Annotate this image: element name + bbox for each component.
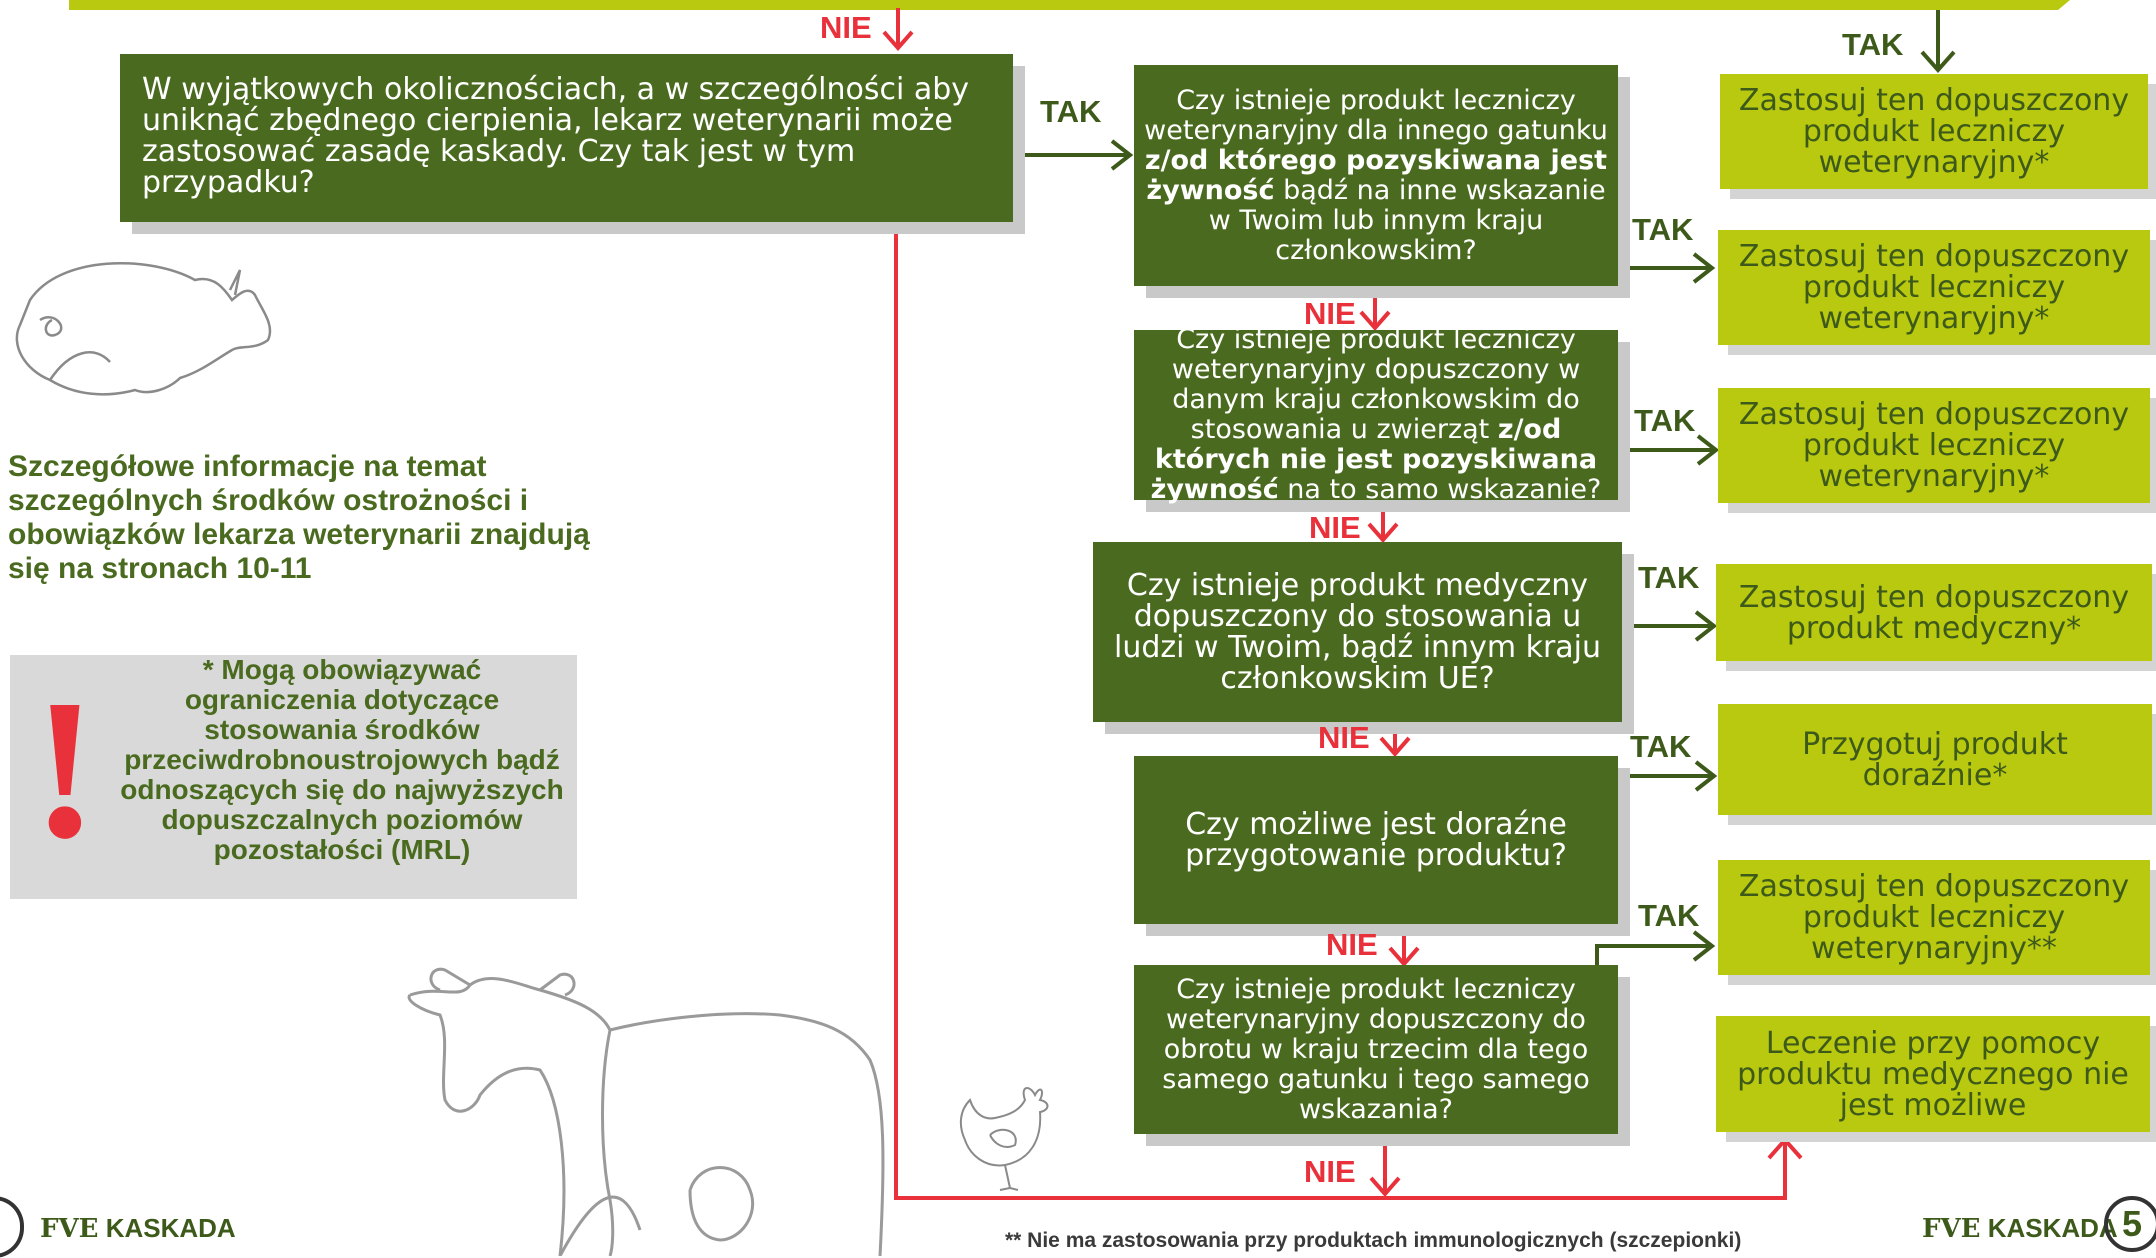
nie-label-1: NIE xyxy=(1304,296,1356,331)
intro-question-text: W wyjątkowych okolicznościach, a w szcze… xyxy=(142,72,970,200)
result-box-1: Zastosuj ten dopuszczony produkt lecznic… xyxy=(1720,74,2148,189)
warning-text: * Mogą obowiązywać ograniczenia dotycząc… xyxy=(120,654,564,865)
result-3-text: Zastosuj ten dopuszczony produkt lecznic… xyxy=(1738,397,2130,494)
footer-logo-right: FVE KASKADA xyxy=(1922,1213,2118,1244)
exclamation-icon: ! xyxy=(31,659,99,880)
question-box-3: Czy istnieje produkt medyczny dopuszczon… xyxy=(1093,542,1622,722)
nie-label-4: NIE xyxy=(1326,927,1378,962)
page-number: 5 xyxy=(2104,1196,2156,1252)
question-2-text: Czy istnieje produkt leczniczy weterynar… xyxy=(1150,324,1602,505)
top-tak-label: TAK xyxy=(1842,27,1904,62)
question-box-1: Czy istnieje produkt leczniczy weterynar… xyxy=(1134,65,1618,286)
tak-label-3: TAK xyxy=(1638,560,1700,595)
fve-mark-right: FVE xyxy=(1922,1214,1981,1244)
question-box-2: Czy istnieje produkt leczniczy weterynar… xyxy=(1134,325,1618,505)
tak-label-5: TAK xyxy=(1638,898,1700,933)
question-4-text: Czy możliwe jest doraźne przygotowanie p… xyxy=(1185,807,1567,873)
warning-box: ! * Mogą obowiązywać ograniczenia dotycz… xyxy=(10,655,577,899)
result-box-4: Zastosuj ten dopuszczony produkt medyczn… xyxy=(1716,564,2152,661)
result-7-text: Leczenie przy pomocy produktu medycznego… xyxy=(1737,1025,2129,1123)
footer-logo-left: FVE KASKADA xyxy=(40,1213,236,1244)
tak-label-1: TAK xyxy=(1632,212,1694,247)
intro-tak-label: TAK xyxy=(1040,94,1102,129)
question-3-text: Czy istnieje produkt medyczny dopuszczon… xyxy=(1113,568,1602,696)
fve-mark-left: FVE xyxy=(40,1214,99,1244)
result-box-3: Zastosuj ten dopuszczony produkt lecznic… xyxy=(1718,388,2150,503)
hen-illustration xyxy=(959,1087,1049,1191)
result-box-6: Zastosuj ten dopuszczony produkt lecznic… xyxy=(1718,860,2150,975)
result-box-2: Zastosuj ten dopuszczony produkt lecznic… xyxy=(1718,230,2150,345)
info-text: Szczegółowe informacje na temat szczegól… xyxy=(8,450,590,585)
question-box-4: Czy możliwe jest doraźne przygotowanie p… xyxy=(1134,756,1618,924)
question-5-text: Czy istnieje produkt leczniczy weterynar… xyxy=(1162,973,1590,1125)
result-6-text: Zastosuj ten dopuszczony produkt lecznic… xyxy=(1738,869,2130,966)
result-box-7: Leczenie przy pomocy produktu medycznego… xyxy=(1716,1016,2150,1132)
question-box-5: Czy istnieje produkt leczniczy weterynar… xyxy=(1134,965,1618,1134)
result-box-5: Przygotuj produkt doraźnie* xyxy=(1718,704,2152,815)
nie-label-3: NIE xyxy=(1318,720,1370,755)
intro-question-box: W wyjątkowych okolicznościach, a w szcze… xyxy=(120,54,1013,222)
result-2-text: Zastosuj ten dopuszczony produkt lecznic… xyxy=(1738,239,2130,336)
result-1-text: Zastosuj ten dopuszczony produkt lecznic… xyxy=(1738,83,2130,180)
question-1-text: Czy istnieje produkt leczniczy weterynar… xyxy=(1144,84,1608,266)
top-nie-label: NIE xyxy=(820,10,872,45)
result-5-text: Przygotuj produkt doraźnie* xyxy=(1802,726,2068,793)
tak-label-2: TAK xyxy=(1634,403,1696,438)
nie-label-5: NIE xyxy=(1304,1154,1356,1189)
tak-label-4: TAK xyxy=(1630,729,1692,764)
cow-illustration xyxy=(407,967,885,1256)
nie-label-2: NIE xyxy=(1309,510,1361,545)
footnote: ** Nie ma zastosowania przy produktach i… xyxy=(1005,1229,1742,1252)
pig-illustration xyxy=(15,261,272,396)
result-4-text: Zastosuj ten dopuszczony produkt medyczn… xyxy=(1738,579,2130,646)
